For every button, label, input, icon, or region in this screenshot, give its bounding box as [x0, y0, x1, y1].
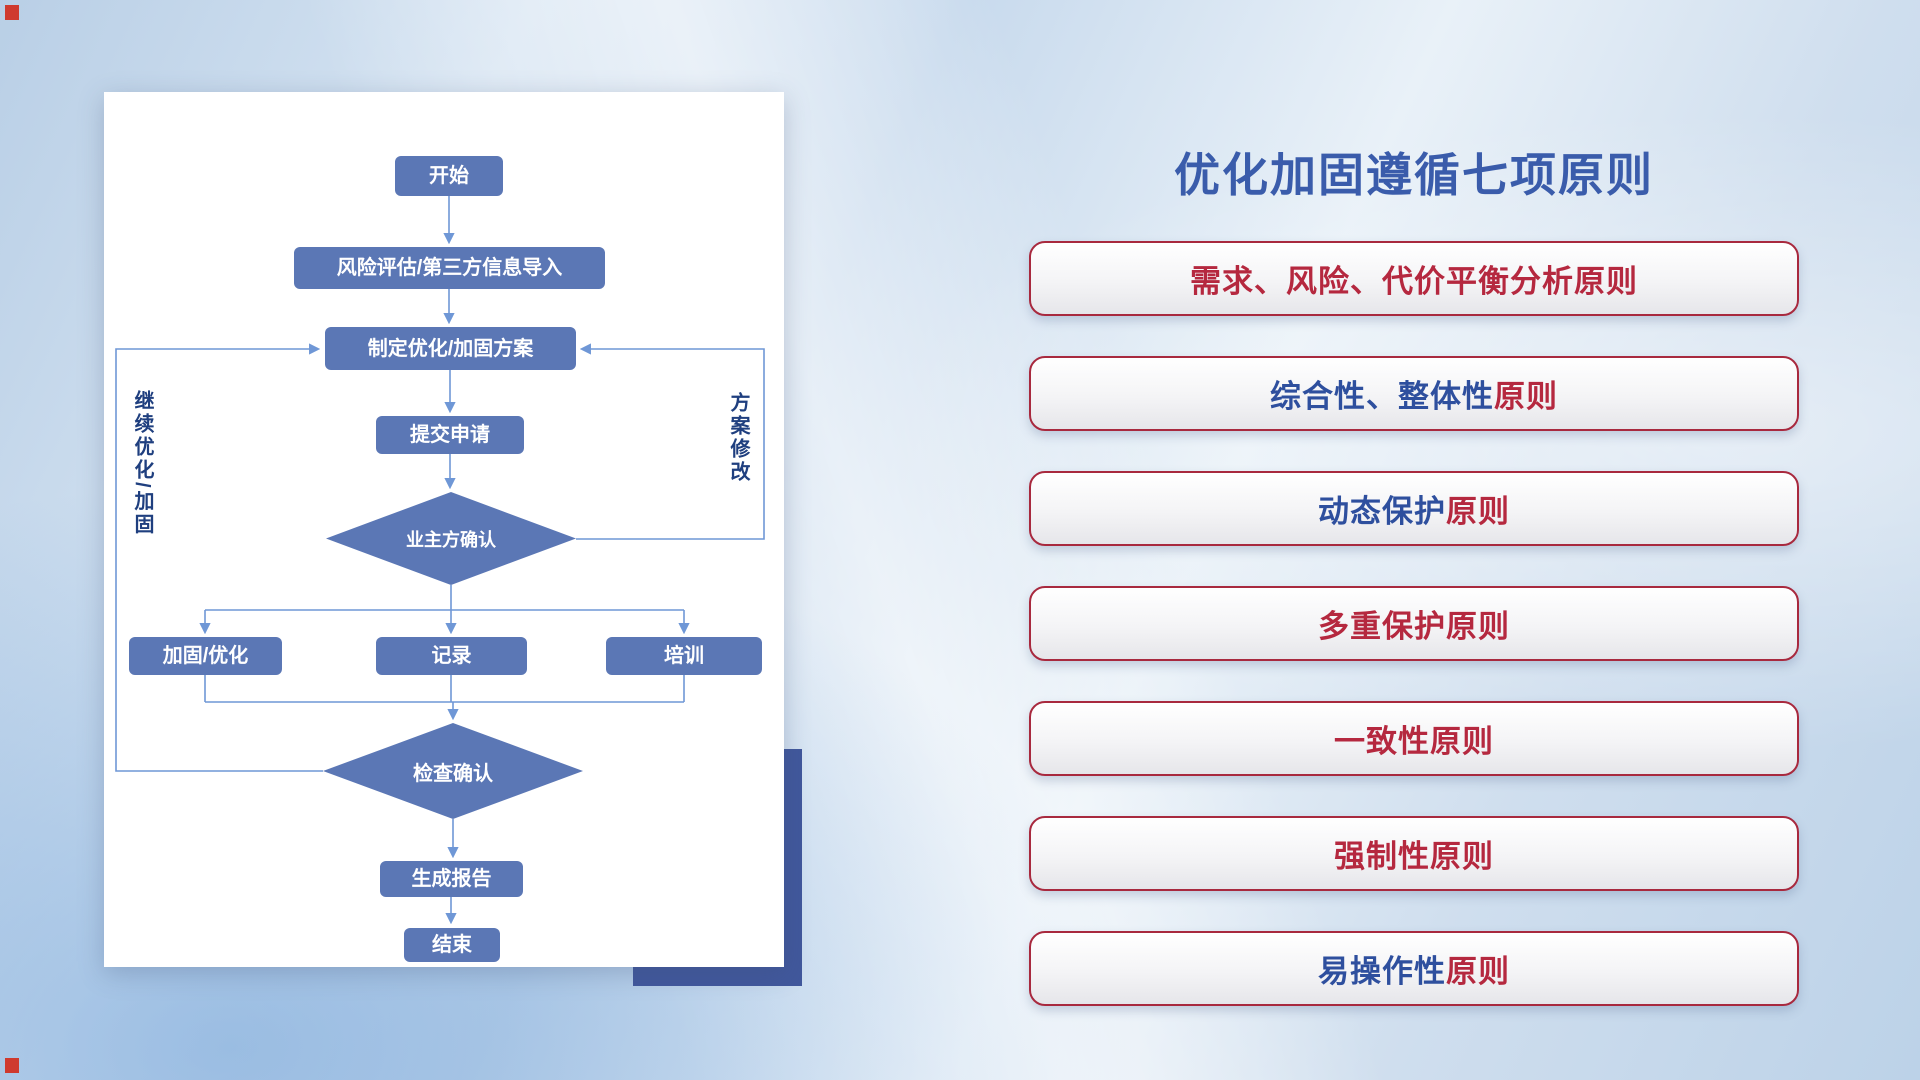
flow-node-reinforce-optimize: 加固/优化	[129, 637, 282, 675]
flow-node-submit-application: 提交申请	[376, 416, 524, 454]
principle-text: 原则	[1446, 954, 1510, 989]
principle-text: 易操作性	[1318, 954, 1446, 989]
principle-text: 强制性原则	[1334, 839, 1494, 874]
principle-text: 原则	[1494, 379, 1558, 414]
principle-box: 综合性、整体性原则	[1029, 356, 1799, 431]
corner-mark-bottom-left	[5, 1058, 19, 1073]
flow-node-record: 记录	[376, 637, 527, 675]
principles-list: 需求、风险、代价平衡分析原则综合性、整体性原则动态保护原则多重保护原则一致性原则…	[1029, 241, 1799, 1046]
principle-text: 综合性、整体性	[1270, 379, 1494, 414]
flowchart-card: 开始 风险评估/第三方信息导入 制定优化/加固方案 提交申请 业主方确认 加固/…	[104, 92, 784, 967]
flow-node-end: 结束	[404, 928, 500, 962]
flow-node-training: 培训	[606, 637, 762, 675]
flowchart-connectors	[115, 196, 765, 925]
flow-node-risk-assessment: 风险评估/第三方信息导入	[294, 247, 605, 289]
principle-box: 动态保护原则	[1029, 471, 1799, 546]
principle-box: 多重保护原则	[1029, 586, 1799, 661]
corner-mark-top-left	[5, 5, 19, 20]
principle-box: 需求、风险、代价平衡分析原则	[1029, 241, 1799, 316]
principle-text: 一致性原则	[1334, 724, 1494, 759]
flow-node-generate-report: 生成报告	[380, 861, 523, 897]
flow-label-continue-optimize: 继续优化/加固	[131, 390, 153, 537]
principle-text: 动态保护	[1318, 494, 1446, 529]
page-title: 优化加固遵循七项原则	[1174, 148, 1654, 201]
flow-node-start: 开始	[395, 156, 503, 196]
principle-box: 一致性原则	[1029, 701, 1799, 776]
principle-box: 强制性原则	[1029, 816, 1799, 891]
flow-label-plan-revision: 方案修改	[727, 392, 749, 484]
principle-text: 多重保护原则	[1318, 609, 1510, 644]
principle-text: 需求、风险、代价平衡分析原则	[1190, 264, 1638, 299]
principle-text: 原则	[1446, 494, 1510, 529]
flow-node-make-plan: 制定优化/加固方案	[325, 327, 576, 370]
principle-box: 易操作性原则	[1029, 931, 1799, 1006]
